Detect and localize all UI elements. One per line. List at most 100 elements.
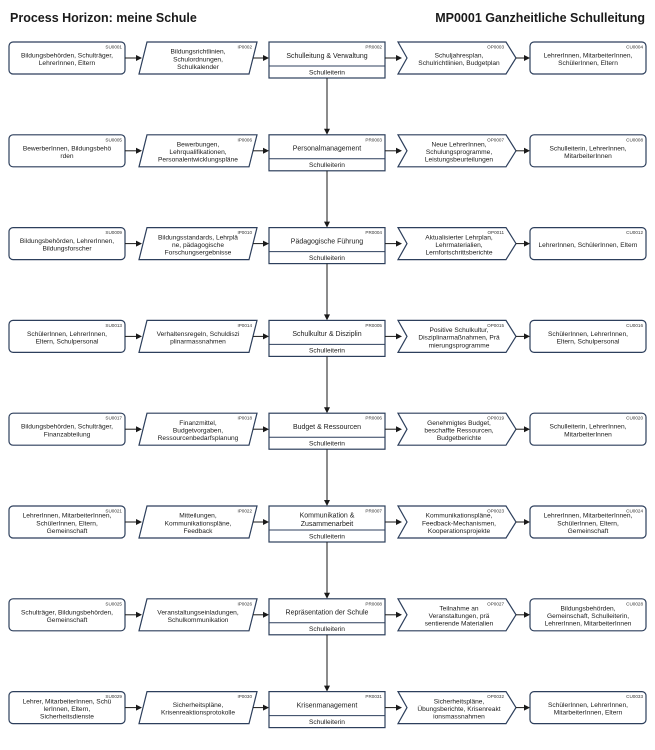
connector-process-output [385, 55, 402, 61]
connector-input-process [253, 333, 269, 340]
customer-code: CU0028 [626, 601, 643, 606]
connector-process-output [385, 240, 402, 247]
input-code: IP0030 [237, 694, 252, 699]
connector-output-customer [516, 704, 530, 711]
process-role: Schulleiterin [309, 348, 345, 355]
input-box: IP0006Bewerbungen,Lehrqualifikationen,Pe… [138, 134, 258, 168]
connector-input-process [253, 240, 269, 247]
connector-process-next [324, 634, 330, 692]
process-name: Schulleitung & Verwaltung [286, 53, 367, 60]
output-code: OP0003 [487, 45, 504, 50]
customer-code: CU0008 [626, 137, 643, 142]
output-label: Genehmigtes Budget,beschaffte Ressourcen… [424, 420, 493, 442]
connector-process-next [324, 170, 330, 228]
input-box: IP0002Bildungsrichtlinien,Schulordnungen… [138, 41, 258, 75]
input-label: Veranstaltungseinladungen,Schulkommunika… [157, 609, 239, 624]
process-name: Pädagogische Führung [291, 238, 363, 245]
output-code: OP0019 [487, 416, 504, 421]
customer-label: LehrerInnen, MitarbeiterInnen,SchülerInn… [544, 513, 633, 535]
process-role: Schulleiterin [309, 69, 345, 76]
input-box: IP0026Veranstaltungseinladungen,Schulkom… [138, 598, 258, 632]
connector-process-output [385, 426, 402, 433]
connector-output-customer [516, 147, 530, 154]
customer-label: Schulleiterin, LehrerInnen,MitarbeiterIn… [550, 424, 627, 439]
process-role: Schulleiterin [309, 162, 345, 169]
connector-process-next [324, 449, 330, 506]
connector-supplier-input [125, 426, 142, 433]
connector-input-process [253, 55, 269, 61]
supplier-code: SU0001 [105, 45, 122, 50]
process-name: Krisenmanagement [297, 702, 358, 709]
supplier-code: SU0005 [105, 137, 122, 142]
connector-supplier-input [125, 519, 142, 525]
supplier-code: SU0025 [105, 601, 122, 606]
input-label: Sicherheitspläne,Krisenreaktionsprotokol… [161, 702, 235, 717]
connector-process-output [385, 333, 402, 340]
connector-supplier-input [125, 611, 142, 618]
connector-output-customer [516, 519, 530, 525]
connector-supplier-input [125, 55, 142, 61]
diagram-title: Process Horizon: meine Schule [10, 11, 197, 25]
connector-input-process [253, 611, 269, 618]
process-role: Schulleiterin [309, 719, 345, 726]
input-label: Bewerbungen,Lehrqualifikationen,Personal… [158, 142, 238, 164]
supplier-code: SU0017 [105, 416, 122, 421]
process-code: PR0008 [365, 601, 382, 606]
connector-output-customer [516, 611, 530, 618]
process-name: Personalmanagement [293, 146, 362, 153]
connector-output-customer [516, 55, 530, 61]
connector-input-process [253, 426, 269, 433]
input-code: IP0022 [237, 509, 252, 514]
customer-label: Bildungsbehörden,Gemeinschaft, Schulleit… [545, 606, 632, 628]
connector-process-output [385, 519, 402, 525]
supplier-label: Bildungsbehörden, Schulträger,LehrerInne… [21, 53, 113, 68]
process-role: Schulleiterin [309, 255, 345, 262]
supplier-code: SU0013 [105, 323, 122, 328]
output-label: Kommunikationspläne,Feedback-Mechanismen… [422, 513, 496, 535]
connector-process-next [324, 263, 330, 321]
connector-supplier-input [125, 704, 142, 711]
process-name: Budget & Ressourcen [293, 424, 361, 431]
customer-code: CU0024 [626, 509, 643, 514]
input-label: Bildungsrichtlinien,Schulordnungen,Schul… [171, 49, 226, 71]
supplier-code: SU0021 [105, 509, 122, 514]
output-box: OP0023Kommunikationspläne,Feedback-Mecha… [396, 505, 517, 539]
process-code: PR0004 [365, 230, 382, 235]
output-code: OP0032 [487, 694, 504, 699]
output-label: Neue LehrerInnen,Schulungsprogramme,Leis… [425, 142, 494, 164]
process-code: PR0031 [365, 694, 382, 699]
connector-input-process [253, 519, 269, 525]
supplier-code: SU0029 [105, 694, 122, 699]
process-name: Repräsentation der Schule [286, 610, 369, 617]
process-role: Schulleiterin [309, 441, 345, 448]
connector-supplier-input [125, 147, 142, 154]
connector-output-customer [516, 240, 530, 247]
input-code: IP0014 [237, 323, 252, 328]
connector-output-customer [516, 333, 530, 340]
customer-code: CU0016 [626, 323, 643, 328]
input-code: IP0018 [237, 416, 252, 421]
customer-label: LehrerInnen, MitarbeiterInnen,SchülerInn… [544, 53, 633, 68]
input-code: IP0010 [237, 230, 252, 235]
customer-label: Schulleiterin, LehrerInnen,MitarbeiterIn… [550, 145, 627, 160]
